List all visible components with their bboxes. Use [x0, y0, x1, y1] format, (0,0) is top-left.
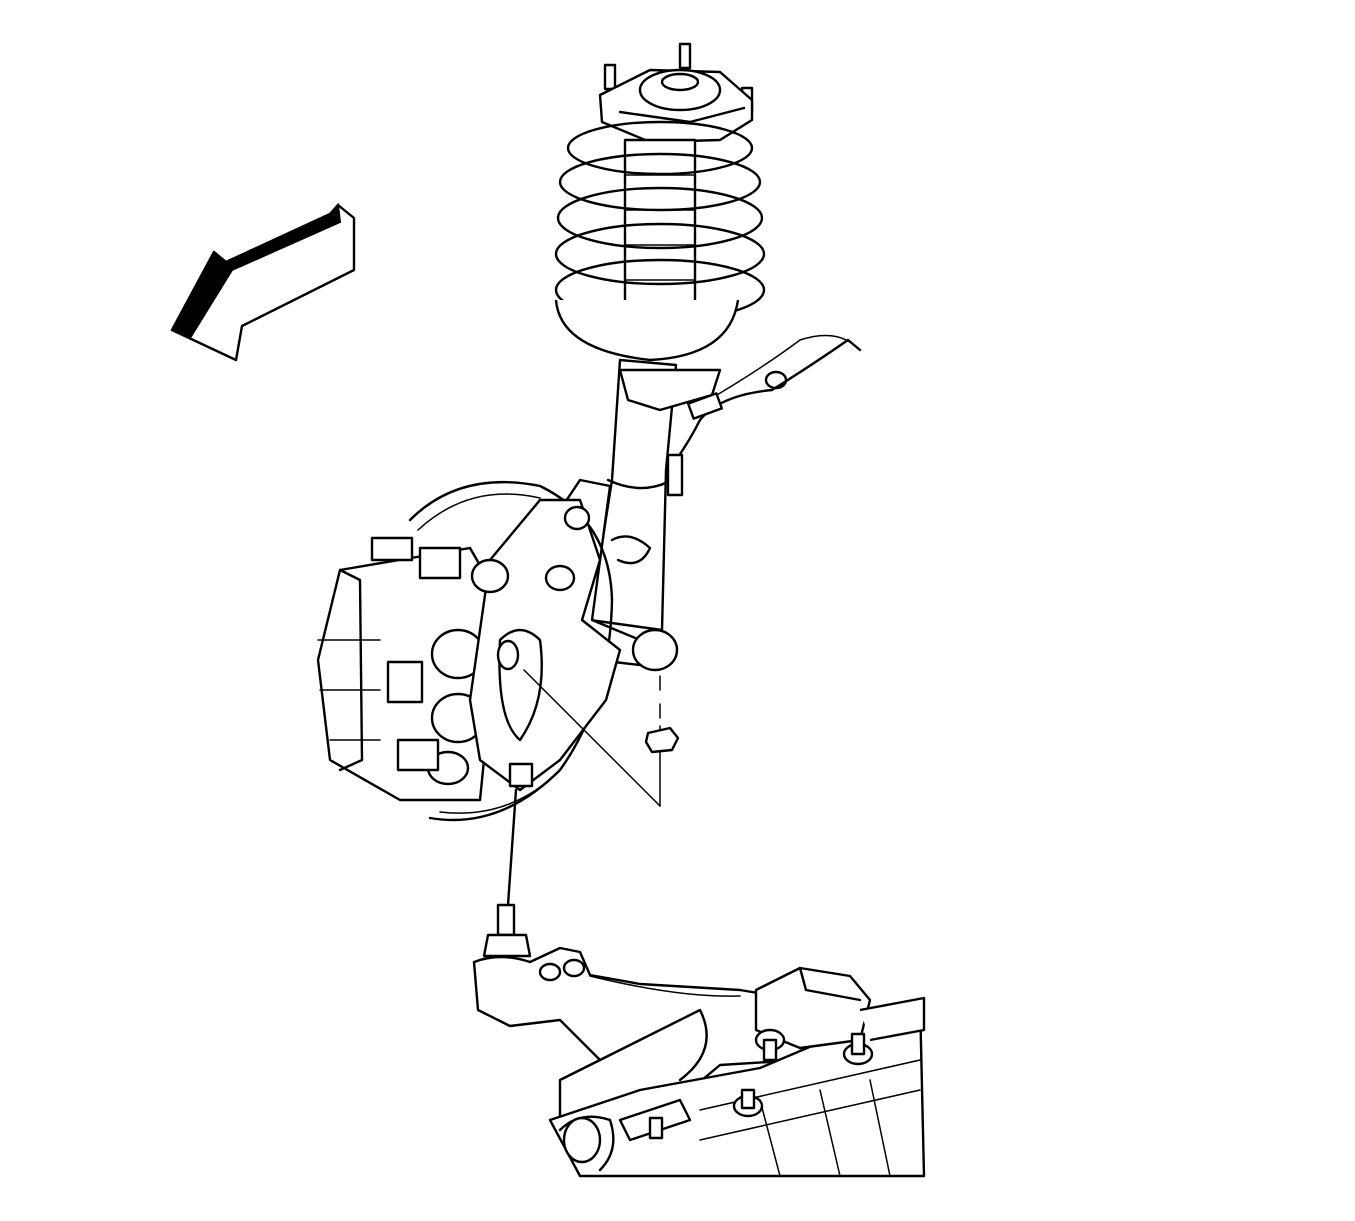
- front-direction-arrow-icon: [170, 202, 356, 362]
- lower-control-arm: [472, 903, 882, 1142]
- ball-joint-stud: [496, 903, 516, 937]
- strut-tube: [588, 358, 722, 632]
- dust-boot: [623, 138, 697, 332]
- wheel-speed-sensor-harness: [666, 334, 862, 497]
- steering-knuckle: [468, 498, 622, 792]
- coil-spring: [554, 120, 766, 362]
- rear-bushing-mount: [754, 966, 926, 1066]
- upper-strut-mount: [598, 68, 754, 144]
- strut-assembly: [554, 42, 766, 672]
- ball-joint-axis-line: [506, 788, 518, 907]
- strut-bracket-nut: [644, 726, 680, 754]
- brake-caliper: [316, 536, 502, 802]
